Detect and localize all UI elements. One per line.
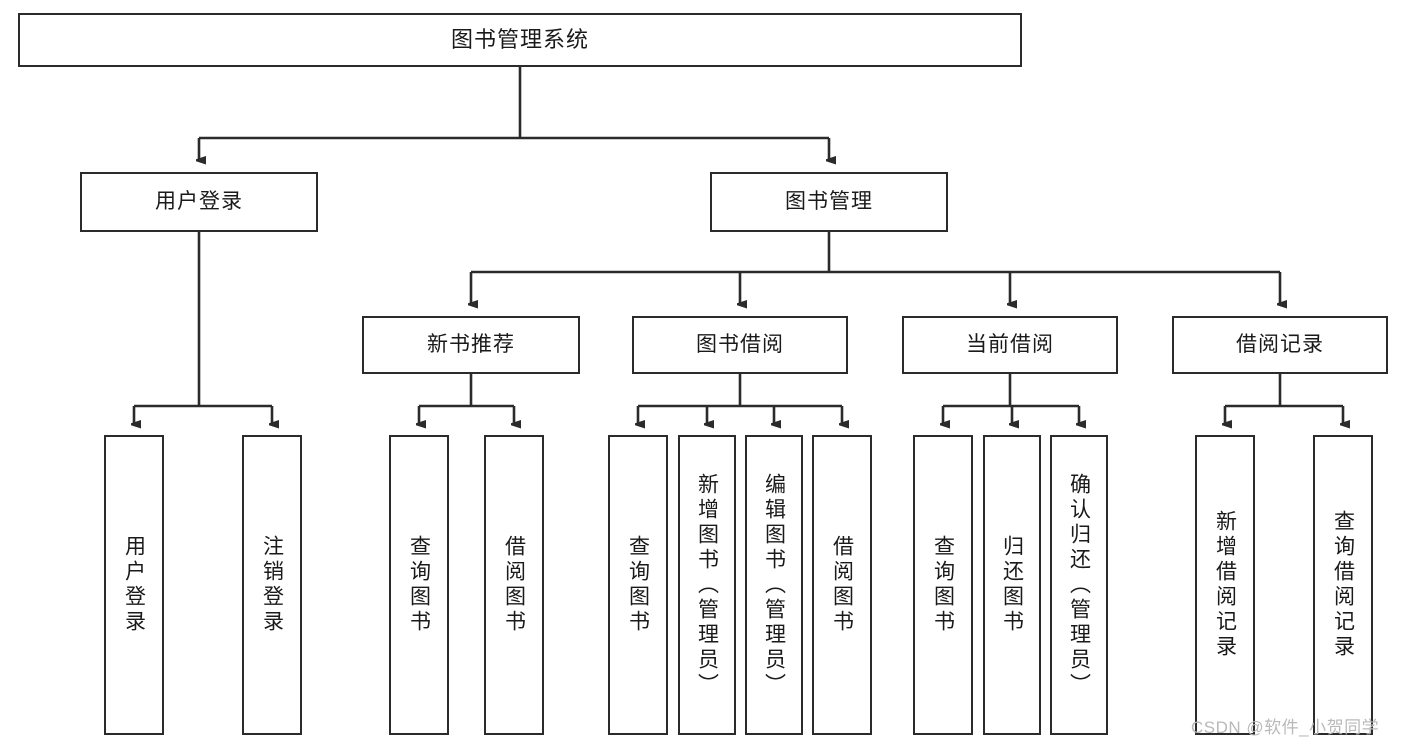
node-current-borrow[interactable]: 当前借阅 bbox=[902, 316, 1118, 374]
leaf-logout[interactable]: 注销登录 bbox=[242, 435, 302, 735]
node-current-borrow-label: 当前借阅 bbox=[966, 333, 1054, 357]
leaf-query-book-3[interactable]: 查询图书 bbox=[913, 435, 973, 735]
node-borrow-record[interactable]: 借阅记录 bbox=[1172, 316, 1388, 374]
leaf-query-book-2[interactable]: 查询图书 bbox=[608, 435, 668, 735]
leaf-borrow-book-1-label: 借阅图书 bbox=[502, 535, 526, 635]
node-new-book-rec-label: 新书推荐 bbox=[427, 333, 515, 357]
node-new-book-rec[interactable]: 新书推荐 bbox=[362, 316, 580, 374]
leaf-return-book[interactable]: 归还图书 bbox=[983, 435, 1041, 735]
leaf-borrow-book-2-label: 借阅图书 bbox=[830, 535, 854, 635]
node-user-login-label: 用户登录 bbox=[155, 190, 243, 214]
node-book-borrow-label: 图书借阅 bbox=[696, 333, 784, 357]
leaf-user-login[interactable]: 用户登录 bbox=[104, 435, 164, 735]
node-book-manage-label: 图书管理 bbox=[785, 190, 873, 214]
leaf-edit-book-label: 编辑图书（管理员） bbox=[762, 472, 786, 698]
leaf-edit-book[interactable]: 编辑图书（管理员） bbox=[745, 435, 803, 735]
leaf-user-login-label: 用户登录 bbox=[122, 535, 146, 635]
leaf-add-book-label: 新增图书（管理员） bbox=[695, 472, 719, 698]
node-root-label: 图书管理系统 bbox=[450, 26, 589, 52]
leaf-query-book-1[interactable]: 查询图书 bbox=[389, 435, 449, 735]
leaf-query-book-2-label: 查询图书 bbox=[626, 535, 650, 635]
leaf-add-record[interactable]: 新增借阅记录 bbox=[1195, 435, 1255, 735]
node-borrow-record-label: 借阅记录 bbox=[1236, 333, 1324, 357]
leaf-confirm-return[interactable]: 确认归还（管理员） bbox=[1050, 435, 1108, 735]
leaf-return-book-label: 归还图书 bbox=[1000, 535, 1024, 635]
leaf-query-book-3-label: 查询图书 bbox=[931, 535, 955, 635]
leaf-borrow-book-1[interactable]: 借阅图书 bbox=[484, 435, 544, 735]
node-root[interactable]: 图书管理系统 bbox=[18, 13, 1022, 67]
leaf-query-book-1-label: 查询图书 bbox=[407, 535, 431, 635]
leaf-confirm-return-label: 确认归还（管理员） bbox=[1067, 472, 1091, 698]
leaf-query-record-label: 查询借阅记录 bbox=[1331, 510, 1355, 660]
leaf-logout-label: 注销登录 bbox=[260, 535, 284, 635]
leaf-query-record[interactable]: 查询借阅记录 bbox=[1313, 435, 1373, 735]
node-book-manage[interactable]: 图书管理 bbox=[710, 172, 948, 232]
leaf-borrow-book-2[interactable]: 借阅图书 bbox=[812, 435, 872, 735]
leaf-add-book[interactable]: 新增图书（管理员） bbox=[678, 435, 736, 735]
leaf-add-record-label: 新增借阅记录 bbox=[1213, 510, 1237, 660]
node-book-borrow[interactable]: 图书借阅 bbox=[632, 316, 848, 374]
node-user-login[interactable]: 用户登录 bbox=[80, 172, 318, 232]
watermark: CSDN @软件_小贺同学 bbox=[1191, 718, 1380, 737]
